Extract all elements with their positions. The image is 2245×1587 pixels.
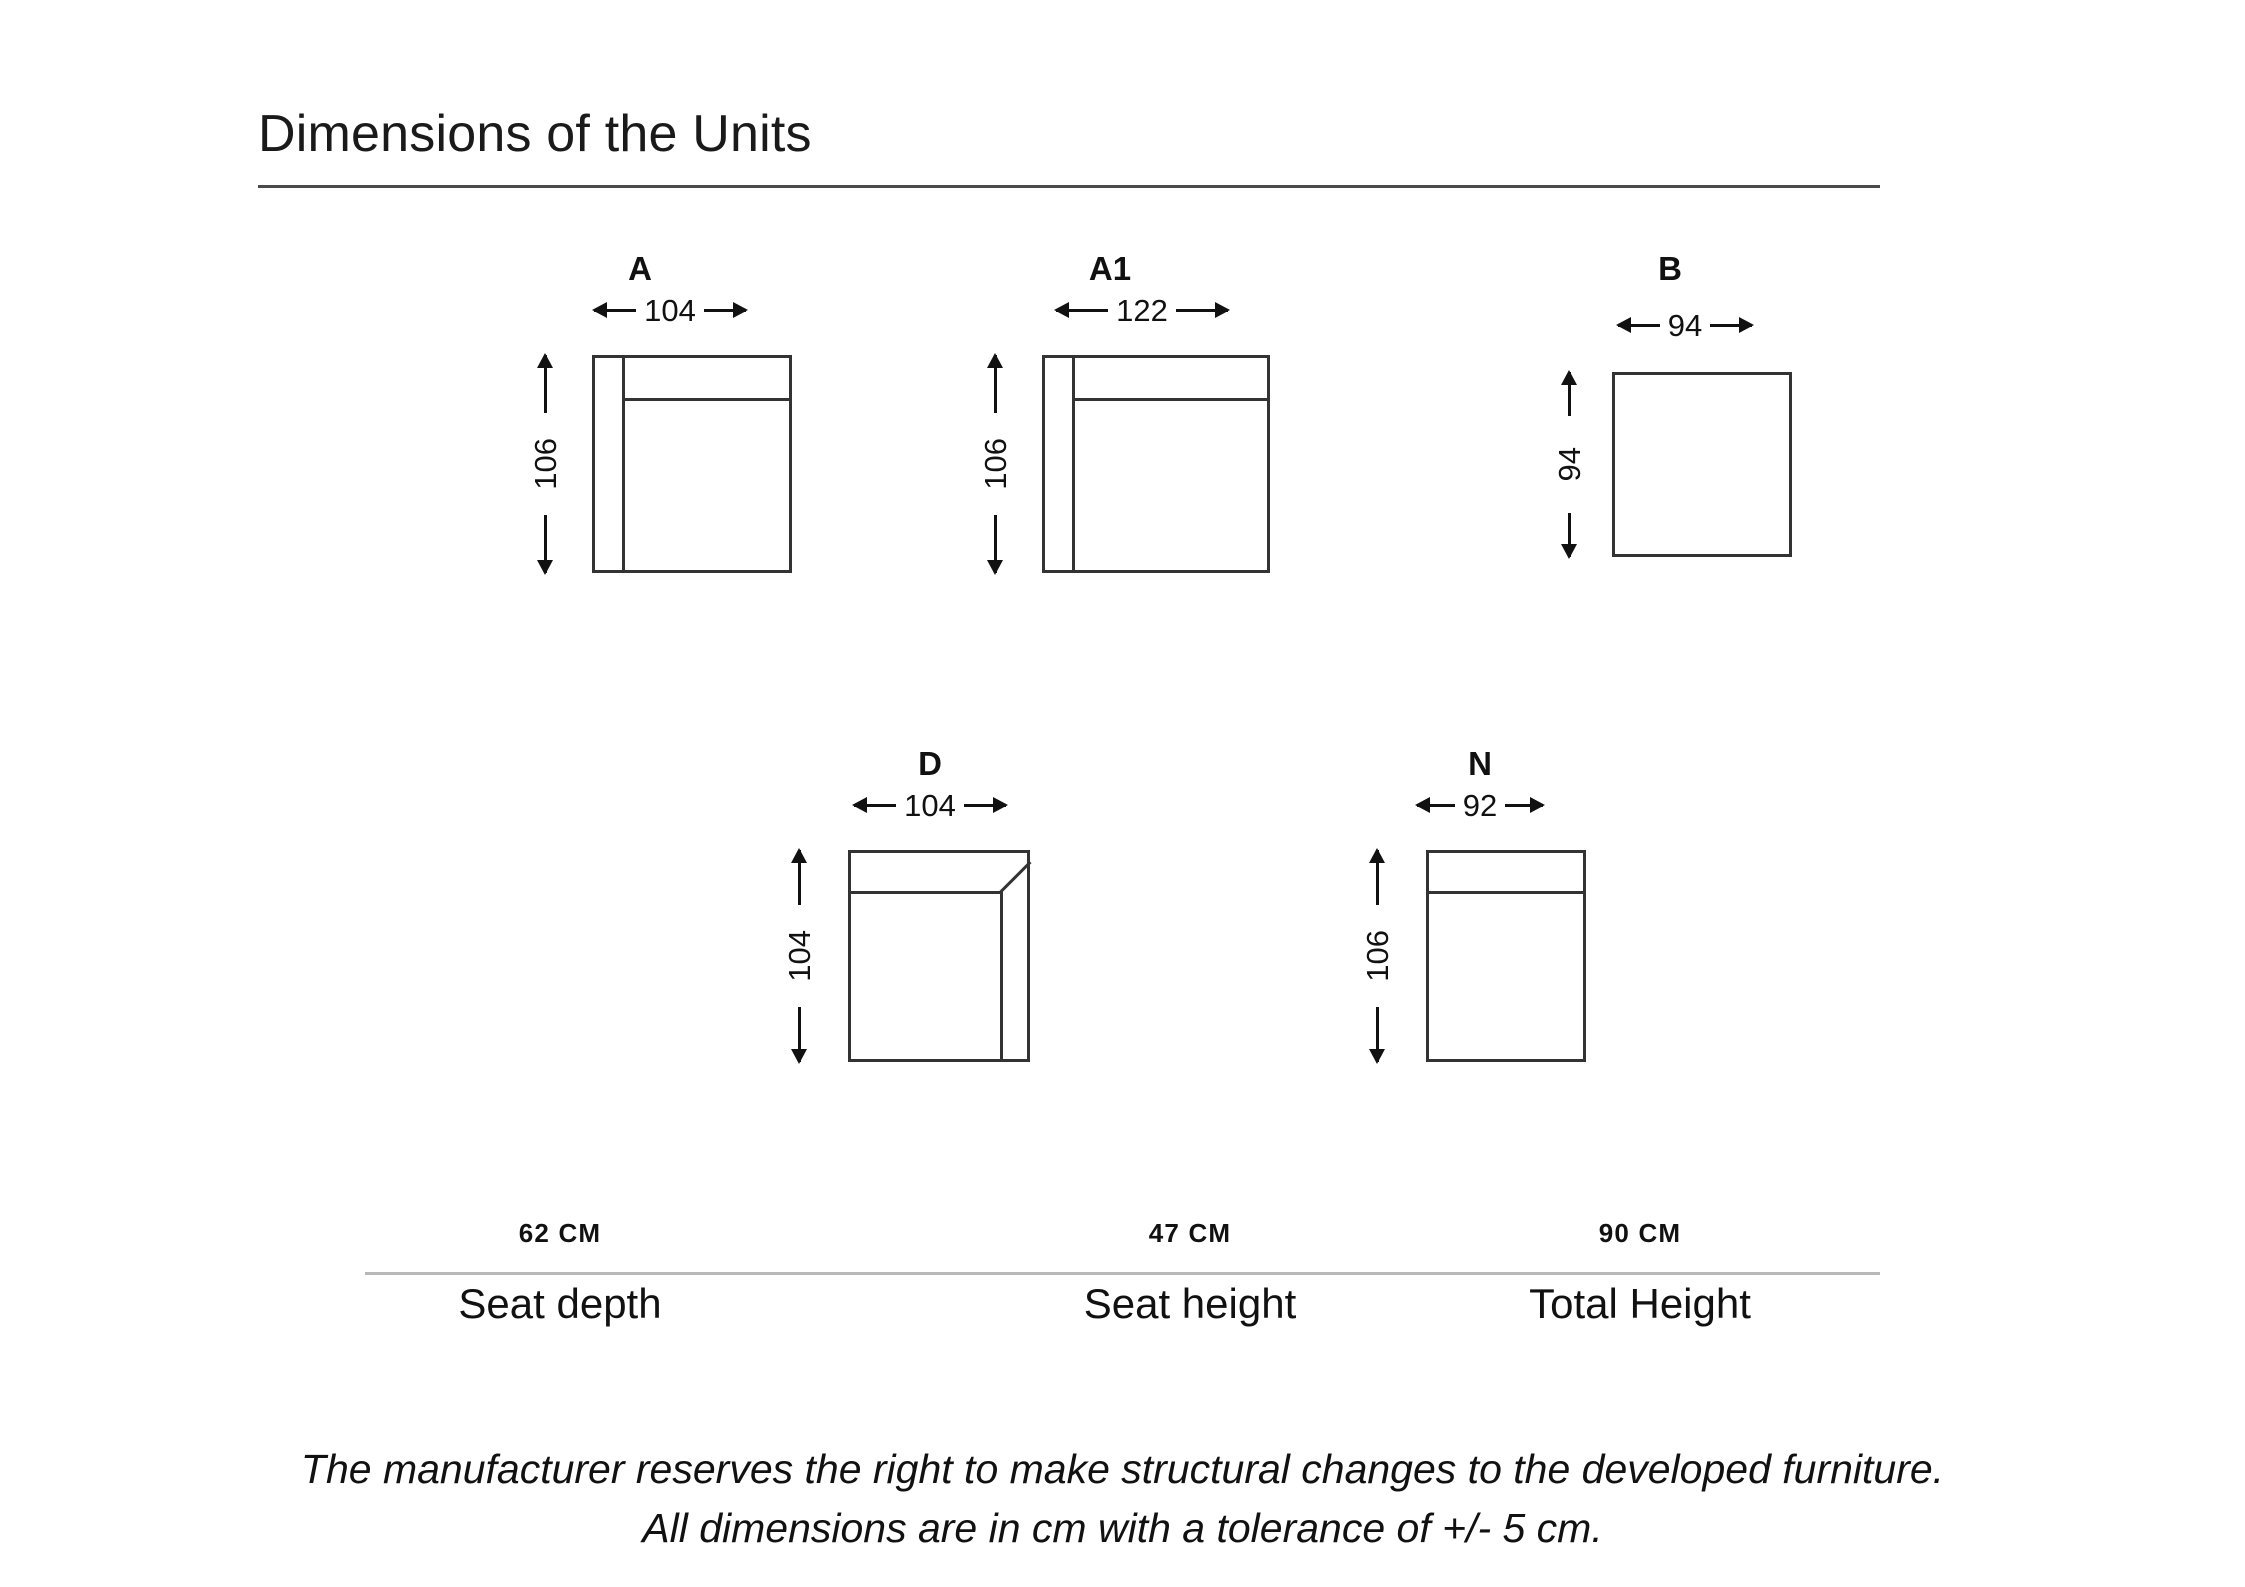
- spec-label: Seat height: [1083, 1280, 1297, 1327]
- dim-arrow-down: [797, 1006, 801, 1062]
- dim-arrow-left: [1416, 803, 1455, 807]
- unit-label-n: N: [1468, 745, 1492, 782]
- unit-height-value-d: 104: [781, 930, 817, 982]
- spec-label: Seat depth: [458, 1280, 662, 1327]
- dim-arrow-left: [1056, 308, 1109, 312]
- unit-width-value-b: 94: [1667, 307, 1703, 343]
- corner-chamfer-line: [998, 861, 1032, 894]
- unit-shape-b: [1612, 372, 1792, 557]
- dim-arrow-left: [854, 803, 897, 807]
- disclaimer-line-1: The manufacturer reserves the right to m…: [300, 1446, 1945, 1492]
- backrest-line: [1072, 398, 1267, 401]
- unit-height-value-n: 106: [1359, 930, 1395, 982]
- spec-value: 47 CM: [1148, 1218, 1232, 1248]
- dim-arrow-left: [594, 308, 637, 312]
- unit-label-d: D: [918, 745, 942, 782]
- unit-width-value-d: 104: [904, 787, 956, 823]
- unit-shape-a: [592, 355, 792, 573]
- spec-value: 90 CM: [1598, 1218, 1682, 1248]
- disclaimer-line-2: All dimensions are in cm with a toleranc…: [642, 1505, 1603, 1552]
- dim-arrow-up: [993, 355, 997, 413]
- unit-height-value-a: 106: [527, 438, 563, 490]
- unit-shape-a1: [1042, 355, 1270, 573]
- dim-arrow-right: [703, 308, 746, 312]
- spec-value: 62 CM: [518, 1218, 602, 1248]
- page-title: Dimensions of the Units: [258, 105, 812, 163]
- disclaimer: The manufacturer reserves the right to m…: [0, 1440, 2245, 1559]
- unit-label-a1: A1: [1088, 250, 1132, 287]
- unit-height-value-b: 94: [1551, 447, 1587, 482]
- armrest-line: [1072, 358, 1075, 570]
- spec-seat-height: 47 CM Seat height: [1060, 1218, 1320, 1327]
- dim-arrow-right: [1710, 323, 1753, 327]
- dim-arrow-right: [1175, 308, 1228, 312]
- dim-arrow-right: [1505, 803, 1544, 807]
- unit-width-value-n: 92: [1462, 787, 1498, 823]
- dim-arrow-right: [963, 803, 1006, 807]
- spec-label: Total Height: [1529, 1280, 1751, 1327]
- dim-arrow-left: [1617, 323, 1660, 327]
- dim-arrow-up: [1375, 850, 1379, 905]
- unit-height-value-a1: 106: [977, 438, 1013, 490]
- units-row-bottom: D 104 104 N 92: [0, 745, 2245, 1075]
- units-row-top: A 104 106 A1 122: [0, 250, 2245, 580]
- backrest-line: [851, 891, 1003, 894]
- side-panel-line: [1000, 891, 1003, 1059]
- dim-arrow-up: [543, 355, 547, 413]
- unit-shape-d: [848, 850, 1032, 1062]
- spec-divider: [365, 1272, 1880, 1275]
- dim-arrow-up: [1567, 372, 1571, 416]
- armrest-line: [622, 358, 625, 570]
- dim-arrow-down: [543, 514, 547, 573]
- unit-width-value-a: 104: [644, 292, 696, 328]
- dim-arrow-down: [1567, 512, 1571, 557]
- spec-seat-depth: 62 CM Seat depth: [430, 1218, 690, 1327]
- unit-label-b: B: [1658, 250, 1682, 287]
- dim-arrow-up: [797, 850, 801, 905]
- spec-total-height: 90 CM Total Height: [1510, 1218, 1770, 1327]
- title-divider: [258, 185, 1880, 188]
- backrest-line: [1429, 891, 1583, 894]
- backrest-line: [622, 398, 789, 401]
- dim-arrow-down: [993, 514, 997, 573]
- unit-width-value-a1: 122: [1116, 292, 1168, 328]
- dim-arrow-down: [1375, 1006, 1379, 1062]
- unit-label-a: A: [628, 250, 652, 287]
- unit-shape-n: [1426, 850, 1586, 1062]
